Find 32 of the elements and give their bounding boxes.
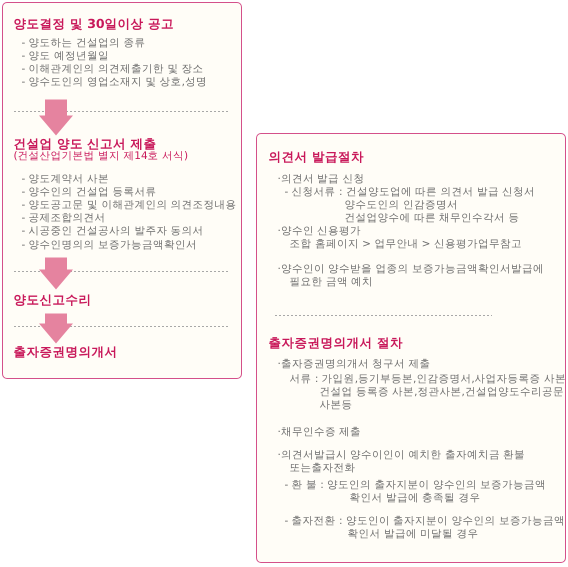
list-item: - 이해관계인의 의견제출기한 및 장소	[22, 62, 204, 76]
panel-box	[2, 2, 242, 379]
list-item: - 양수도인의 영업소재지 및 상호,성명	[22, 76, 207, 88]
list-item: ·채무인수증 제출	[278, 426, 362, 438]
section-heading: 의견서 발급절차	[268, 148, 364, 164]
section-heading: 출자증권명의개서 절차	[268, 334, 403, 350]
section-heading: 출자증권명의개서	[14, 344, 118, 360]
list-item: - 출자전환 : 양도인이 출자지분이 양수인의 보증가능금액 확인서 발급에 미달될 경우	[284, 514, 565, 540]
arrow	[39, 100, 73, 136]
list-item: - 환 불 : 양도인의 출자지분이 양수인의 보증가능금액 확인서 발급에 충족될 경우	[284, 478, 546, 504]
list-item: - 양도하는 건설업의 종류	[22, 36, 146, 50]
list-item: - 양도계약서 사본	[22, 172, 109, 186]
list-item: - 양수인의 건설업 등록서류	[22, 186, 156, 198]
list-item: ·의견서 발급 신청	[278, 172, 365, 186]
list-item: ·의견서발급시 양수이인이 예치한 출자예치금 환불 또는출자전화	[278, 448, 526, 474]
arrow	[39, 258, 73, 290]
section-heading: 건설업 양도 신고서 제출	[14, 136, 157, 151]
list-item: ·출자증권명의개서 청구서 제출	[278, 358, 431, 370]
list-item: - 시공중인 건설공사의 발주자 동의서	[22, 224, 204, 238]
subtitle-text: (건설산업기본법 별지 제14호 서식)	[14, 150, 188, 162]
list-item: - 양도 예정년월일	[22, 50, 109, 62]
list-item: - 양도공고문 및 이해관계인의 의견조정내용	[22, 198, 237, 212]
list-item: - 신청서류 : 건설양도업에 따른 의견서 발급 신청서 양수도인의 인감증명서 건설업양수에 따른 채무인수각서 등	[284, 186, 536, 224]
panel-box	[256, 133, 566, 563]
section-heading: 양도결정 및 30일이상 공고	[14, 16, 174, 32]
section-heading: 양도신고수리	[14, 292, 92, 308]
list-item: 서류 : 가입원,등기부등본,인감증명서,사업자등록증 사본 건설업 등록증 사본,정관사본,건설업양도수리공문 사본등	[290, 372, 566, 412]
list-item: ·양수인 신용평가 조합 홈페이지 > 업무안내 > 신용평가업무참고	[278, 224, 522, 250]
arrow	[39, 314, 73, 344]
list-item: - 공제조합의견서	[22, 212, 106, 224]
list-item: ·양수인이 양수받을 업종의 보증가능금액확인서발급에 필요한 금액 예치	[278, 262, 544, 288]
list-item: - 양수인명의의 보증가능금액확인서	[22, 238, 197, 252]
